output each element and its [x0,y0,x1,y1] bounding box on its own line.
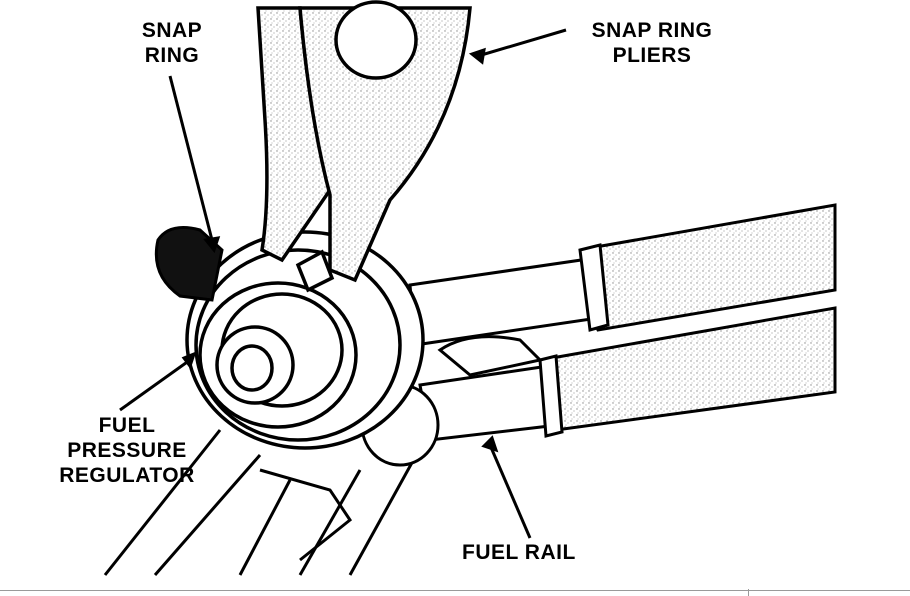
hose-clamp-lower [538,354,564,438]
leader-fuel-rail [488,444,532,539]
upper-hose [584,203,837,332]
footer-divider [0,590,910,591]
plier-right-jaw [298,6,472,283]
fuel-rail-tubes [408,243,610,442]
fuel-rail-label: FUEL RAIL [462,541,576,564]
leader-regulator [119,358,191,412]
regulator-center [230,344,274,392]
leader-pliers [477,28,567,58]
leader-snap-ring [168,75,214,241]
hose-clamp-upper [578,243,610,332]
plier-pivot [334,0,418,80]
footer-tick [748,589,749,596]
plier-tip [295,249,335,293]
snap-ring-pliers-label: SNAP RING PLIERS [591,19,713,67]
upper-tube [408,256,600,347]
fuel-pressure-regulator-label: FUEL PRESSURE REGULATOR [59,414,195,487]
lower-tube [418,363,560,442]
snap-ring-pliers-tool [256,0,472,293]
leader-lines [119,28,567,539]
rail-bracket [437,335,544,377]
regulator-assembly [185,230,425,450]
adjust-knob [154,226,224,302]
snap-ring-label: SNAP RING [141,19,203,67]
